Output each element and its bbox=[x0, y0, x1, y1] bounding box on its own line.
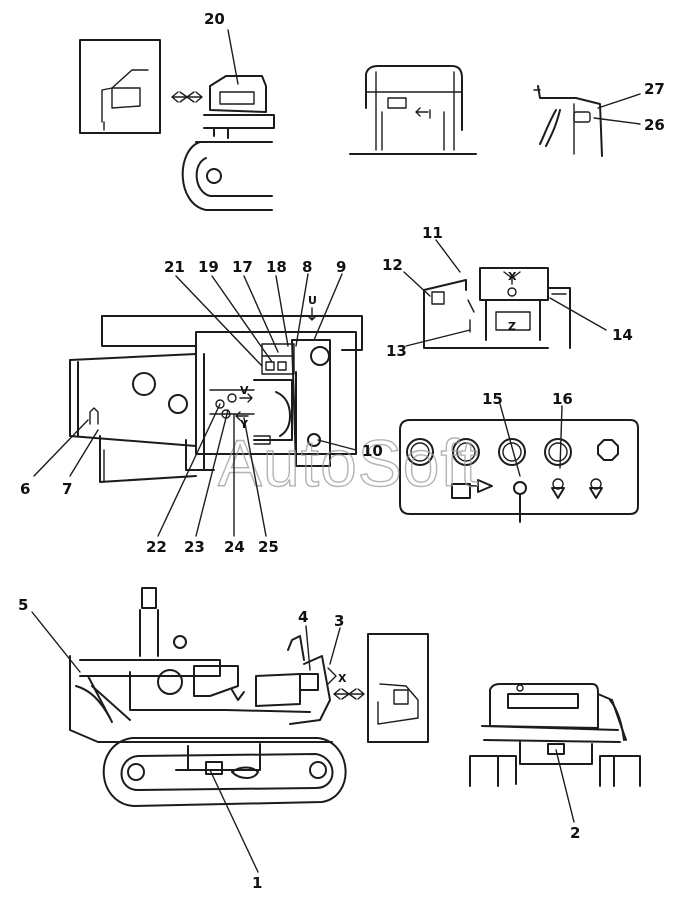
callout-12: 12 bbox=[382, 256, 403, 274]
marker-x2: X bbox=[338, 672, 347, 685]
marker-y: Y bbox=[239, 418, 249, 431]
callout-23: 23 bbox=[184, 538, 205, 556]
callout-9: 9 bbox=[336, 258, 346, 276]
view-operator-station bbox=[69, 307, 363, 483]
callout-26: 26 bbox=[644, 116, 665, 134]
callout-7: 7 bbox=[62, 480, 72, 498]
callout-labels: 20 27 26 11 12 13 14 21 19 17 18 8 9 15 … bbox=[18, 10, 665, 892]
marker-z: Z bbox=[508, 320, 516, 333]
callout-25: 25 bbox=[258, 538, 279, 556]
callout-2: 2 bbox=[570, 824, 580, 842]
view-fender-detail bbox=[533, 85, 603, 157]
marker-v: V bbox=[240, 384, 249, 397]
callout-3: 3 bbox=[334, 612, 344, 630]
callout-11: 11 bbox=[422, 224, 443, 242]
view-markers: U V Y X X Z bbox=[239, 270, 517, 685]
callout-24: 24 bbox=[224, 538, 245, 556]
callout-20: 20 bbox=[204, 10, 225, 28]
callout-13: 13 bbox=[386, 342, 407, 360]
callout-17: 17 bbox=[232, 258, 253, 276]
callout-10: 10 bbox=[362, 442, 383, 460]
watermark-text: AutoSoft bbox=[218, 426, 479, 500]
view-rear-panel bbox=[423, 267, 571, 349]
callout-18: 18 bbox=[266, 258, 287, 276]
callout-8: 8 bbox=[302, 258, 312, 276]
callout-14: 14 bbox=[612, 326, 633, 344]
callout-15: 15 bbox=[482, 390, 503, 408]
marker-u: U bbox=[308, 294, 317, 307]
callout-6: 6 bbox=[20, 480, 30, 498]
leader-lines bbox=[31, 29, 641, 873]
callout-27: 27 bbox=[644, 80, 665, 98]
callout-1: 1 bbox=[252, 874, 262, 892]
callout-21: 21 bbox=[164, 258, 185, 276]
marker-x: X bbox=[508, 270, 517, 283]
callout-5: 5 bbox=[18, 596, 28, 614]
callout-16: 16 bbox=[552, 390, 573, 408]
view-machine-rear bbox=[469, 683, 641, 787]
view-machine-side bbox=[69, 587, 429, 807]
view-cabin-rear bbox=[349, 65, 477, 155]
callout-19: 19 bbox=[198, 258, 219, 276]
callout-4: 4 bbox=[298, 608, 308, 626]
view-cab-side-with-inset bbox=[79, 39, 275, 211]
callout-22: 22 bbox=[146, 538, 167, 556]
view-instrument-panel bbox=[399, 419, 639, 523]
